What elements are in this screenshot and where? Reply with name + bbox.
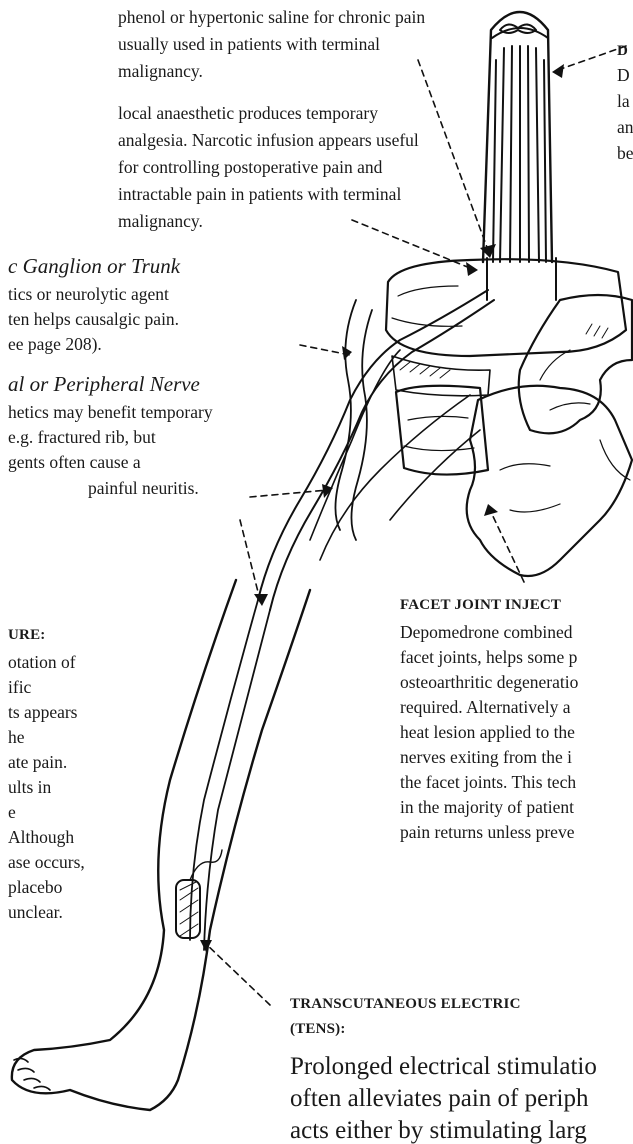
- caption-text: intractable pain in patients with termin…: [118, 186, 401, 204]
- caption-text: Depomedrone combined: [400, 624, 573, 642]
- caption-text: la: [617, 93, 630, 111]
- caption-text: ults in: [8, 779, 51, 797]
- heading-tens-abbrev: (TENS):: [290, 1022, 346, 1037]
- arrowhead-8: [552, 64, 564, 78]
- leader-line-epidural: [418, 60, 488, 250]
- caption-text: ase occurs,: [8, 854, 85, 872]
- caption-text: painful neuritis.: [88, 480, 199, 498]
- caption-text: local anaesthetic produces temporary: [118, 105, 378, 123]
- arrowhead-3: [342, 346, 352, 360]
- caption-text: facet joints, helps some p: [400, 649, 577, 667]
- caption-text: malignancy.: [118, 63, 203, 81]
- caption-text: gents often cause a: [8, 454, 141, 472]
- caption-text: an: [617, 119, 633, 137]
- spinal-cord-drawing: [483, 12, 556, 300]
- caption-text: malignancy.: [118, 213, 203, 231]
- leader-line-peripheral-nerve: [250, 490, 328, 497]
- caption-text: pain returns unless preve: [400, 824, 574, 842]
- caption-text: he: [8, 729, 25, 747]
- caption-text: analgesia. Narcotic infusion appears use…: [118, 132, 419, 150]
- heading-epidural: D: [617, 44, 628, 59]
- caption-text: e.g. fractured rib, but: [8, 429, 156, 447]
- caption-text: ts appears: [8, 704, 78, 722]
- caption-text-large: often alleviates pain of periph: [290, 1086, 589, 1111]
- caption-text: hetics may benefit temporary: [8, 404, 213, 422]
- caption-text: usually used in patients with terminal: [118, 36, 380, 54]
- caption-text: osteoarthritic degeneratio: [400, 674, 578, 692]
- caption-text: ate pain.: [8, 754, 67, 772]
- caption-text: otation of: [8, 654, 76, 672]
- caption-text: Although: [8, 829, 74, 847]
- caption-text: D: [617, 67, 630, 85]
- caption-text: phenol or hypertonic saline for chronic …: [118, 9, 425, 27]
- caption-text: ten helps causalgic pain.: [8, 311, 179, 329]
- heading-ganglion: c Ganglion or Trunk: [8, 256, 180, 277]
- caption-text: ee page 208).: [8, 336, 102, 354]
- caption-text: e: [8, 804, 16, 822]
- caption-text: required. Alternatively a: [400, 699, 571, 717]
- leader-line-facet-joint: [490, 510, 524, 582]
- caption-text: heat lesion applied to the: [400, 724, 575, 742]
- heading-facet-joint: FACET JOINT INJECT: [400, 598, 561, 613]
- caption-text: be: [617, 145, 633, 163]
- caption-text: ific: [8, 679, 31, 697]
- caption-text-large: Prolonged electrical stimulatio: [290, 1054, 597, 1079]
- caption-text: in the majority of patient: [400, 799, 574, 817]
- caption-text-large: acts either by stimulating larg: [290, 1118, 587, 1143]
- arrowhead-2: [466, 262, 478, 276]
- leader-line-peripheral-nerve-2: [240, 520, 260, 600]
- caption-text: for controlling postoperative pain and: [118, 159, 382, 177]
- heading-acupuncture: URE:: [8, 628, 45, 643]
- arrowhead-6: [484, 504, 498, 516]
- heading-peripheral-nerve: al or Peripheral Nerve: [8, 374, 200, 395]
- caption-text: nerves exiting from the i: [400, 749, 572, 767]
- caption-text: the facet joints. This tech: [400, 774, 576, 792]
- caption-text: tics or neurolytic agent: [8, 286, 169, 304]
- heading-tens: TRANSCUTANEOUS ELECTRIC: [290, 997, 521, 1012]
- caption-text: placebo: [8, 879, 62, 897]
- arrowhead-7: [200, 940, 212, 952]
- vertebral-column-drawing: [386, 259, 632, 576]
- caption-text: unclear.: [8, 904, 63, 922]
- leader-line-tens: [204, 942, 270, 1005]
- leader-line-top-right: [558, 46, 626, 70]
